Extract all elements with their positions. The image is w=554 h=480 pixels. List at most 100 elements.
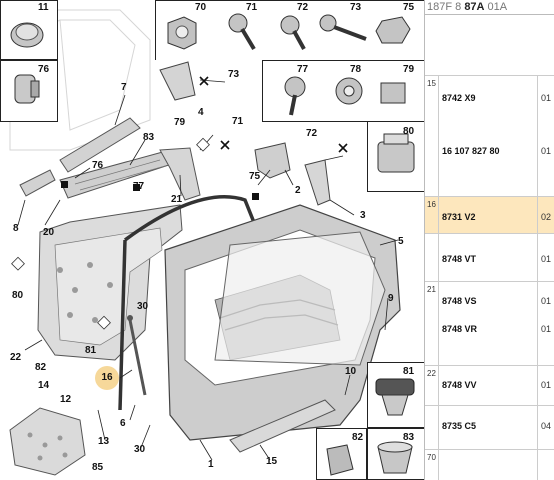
- callout-80-b[interactable]: 80: [12, 290, 24, 301]
- part-reference[interactable]: 8731 V2: [442, 212, 476, 222]
- callout-77[interactable]: 77: [297, 64, 309, 75]
- callout-4[interactable]: 4: [198, 107, 204, 118]
- callout-6[interactable]: 6: [120, 418, 126, 429]
- callout-9[interactable]: 9: [388, 293, 394, 304]
- callout-72-b[interactable]: 72: [306, 128, 318, 139]
- callout-79-b[interactable]: 79: [174, 117, 186, 128]
- callout-15[interactable]: 15: [266, 456, 278, 467]
- column-divider: [537, 76, 538, 196]
- callout-14[interactable]: 14: [38, 380, 50, 391]
- table-row-21[interactable]: 21 8748 VS 01 8748 VR 01: [425, 282, 554, 366]
- callout-80[interactable]: 80: [403, 126, 415, 137]
- callout-71-b[interactable]: 71: [232, 116, 244, 127]
- catalog-ref-bold: 87A: [464, 1, 485, 13]
- part-quantity: 01: [541, 254, 552, 264]
- callout-75-b[interactable]: 75: [249, 171, 261, 182]
- callout-70[interactable]: 70: [195, 2, 207, 13]
- column-divider: [537, 366, 538, 405]
- part-quantity: 01: [541, 93, 552, 103]
- part-reference[interactable]: 8748 VS: [442, 296, 477, 306]
- grommet-icon: [10, 22, 44, 48]
- table-row-15[interactable]: 15 8742 X9 01 16 107 827 80 01: [425, 75, 554, 197]
- catalog-ref-prefix: 187F 8: [427, 1, 465, 13]
- column-divider: [438, 450, 439, 480]
- part-reference[interactable]: 8742 X9: [442, 93, 476, 103]
- position-number: 22: [427, 369, 436, 378]
- callout-7[interactable]: 7: [121, 82, 127, 93]
- column-divider: [537, 282, 538, 365]
- clips-row-icon: [284, 76, 406, 116]
- parts-reference-table: 187F 8 87A 01A 15 8742 X9 01 16 107 827 …: [424, 0, 554, 480]
- callout-8[interactable]: 8: [13, 223, 19, 234]
- column-divider: [438, 282, 439, 365]
- hardware-box-right: [262, 60, 425, 122]
- callout-71[interactable]: 71: [246, 2, 258, 13]
- callout-82[interactable]: 82: [35, 362, 47, 373]
- plug-icon: [14, 74, 40, 104]
- catalog-reference-header: 187F 8 87A 01A: [425, 0, 554, 14]
- part-quantity: 01: [541, 146, 552, 156]
- callout-1[interactable]: 1: [208, 459, 214, 470]
- callout-30-b[interactable]: 30: [134, 444, 146, 455]
- callout-83[interactable]: 83: [143, 132, 155, 143]
- callout-30[interactable]: 30: [137, 301, 149, 312]
- clip-80-icon: [377, 133, 415, 173]
- hardware-box-80: [367, 122, 425, 192]
- callout-81-b[interactable]: 81: [403, 366, 415, 377]
- table-row-70[interactable]: 70: [425, 450, 554, 480]
- table-row[interactable]: 8748 VT 01: [425, 234, 554, 282]
- callout-83-b[interactable]: 83: [403, 432, 415, 443]
- exploded-parts-diagram: 11 70 71 72 73 75 76 77 78 79 80 73 4 7 …: [0, 0, 425, 480]
- column-divider: [438, 234, 439, 281]
- callout-22[interactable]: 22: [10, 352, 22, 363]
- callout-73-b[interactable]: 73: [228, 69, 240, 80]
- part-reference[interactable]: 8748 VV: [442, 380, 477, 390]
- callout-77-b[interactable]: 77: [133, 181, 145, 192]
- callout-75[interactable]: 75: [403, 2, 415, 13]
- callout-78[interactable]: 78: [350, 64, 362, 75]
- part-quantity: 02: [541, 212, 552, 222]
- part-quantity: 01: [541, 296, 552, 306]
- callout-3[interactable]: 3: [360, 210, 366, 221]
- header-divider: [425, 14, 554, 15]
- callout-82-b[interactable]: 82: [352, 432, 364, 443]
- callout-73[interactable]: 73: [350, 2, 362, 13]
- clip-81-icon: [375, 378, 415, 416]
- position-number: 15: [427, 79, 436, 88]
- column-divider: [438, 406, 439, 449]
- column-divider: [438, 76, 439, 196]
- column-divider: [438, 366, 439, 405]
- clip-82-icon: [326, 444, 354, 476]
- column-divider: [537, 234, 538, 281]
- callout-5[interactable]: 5: [398, 236, 404, 247]
- table-row-16-selected[interactable]: 16 8731 V2 02: [425, 197, 554, 234]
- clip-83-icon: [377, 441, 413, 474]
- part-box-11: [0, 0, 58, 60]
- hardware-box-bottom-83: [367, 428, 425, 480]
- hardware-box-top: [155, 0, 425, 60]
- callout-79[interactable]: 79: [403, 64, 415, 75]
- table-row-22[interactable]: 22 8748 VV 01: [425, 366, 554, 406]
- callout-2[interactable]: 2: [295, 185, 301, 196]
- callout-13[interactable]: 13: [98, 436, 110, 447]
- fasteners-row-icon: [167, 13, 411, 51]
- part-quantity: 01: [541, 380, 552, 390]
- callout-72[interactable]: 72: [297, 2, 309, 13]
- table-row[interactable]: 8735 C5 04: [425, 406, 554, 450]
- position-number: 16: [427, 200, 436, 209]
- callout-10[interactable]: 10: [345, 366, 357, 377]
- part-reference[interactable]: 16 107 827 80: [442, 146, 500, 156]
- part-reference[interactable]: 8748 VR: [442, 324, 478, 334]
- part-reference[interactable]: 8735 C5: [442, 421, 477, 431]
- callout-76[interactable]: 76: [38, 64, 50, 75]
- callout-81[interactable]: 81: [85, 345, 97, 356]
- callout-20[interactable]: 20: [43, 227, 55, 238]
- callout-12[interactable]: 12: [60, 394, 72, 405]
- callout-85[interactable]: 85: [92, 462, 104, 473]
- column-divider: [438, 197, 439, 233]
- callout-11[interactable]: 11: [38, 2, 49, 13]
- callout-16-highlighted[interactable]: 16: [95, 366, 119, 390]
- callout-76-b[interactable]: 76: [92, 160, 104, 171]
- callout-21[interactable]: 21: [171, 194, 183, 205]
- part-reference[interactable]: 8748 VT: [442, 254, 477, 264]
